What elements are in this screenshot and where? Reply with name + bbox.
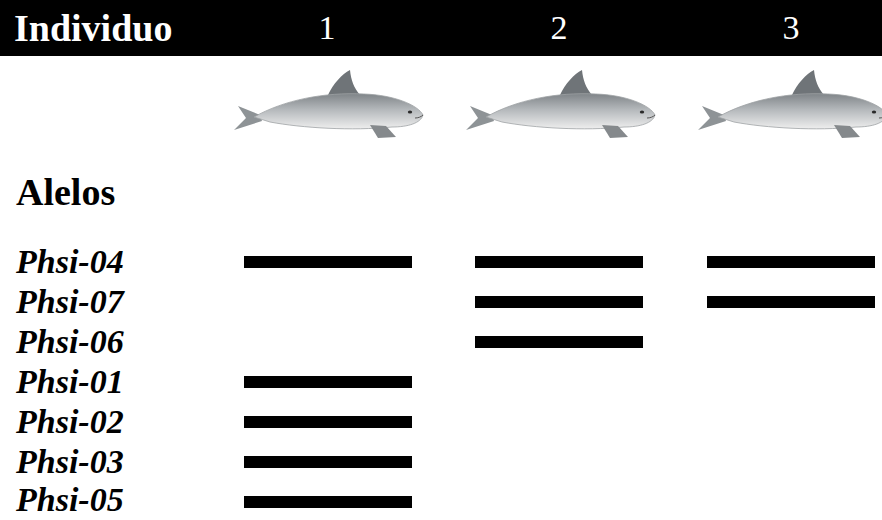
allele-bar (475, 296, 643, 308)
allele-bar (244, 496, 412, 508)
row-heading: Alelos (16, 173, 115, 211)
individual-number: 1 (319, 11, 336, 45)
allele-name: Phsi-03 (16, 445, 124, 479)
header-band: Individuo 1 2 3 (0, 0, 882, 56)
allele-name: Phsi-01 (16, 365, 124, 399)
allele-bar (244, 456, 412, 468)
allele-name: Phsi-07 (16, 285, 124, 319)
allele-name: Phsi-04 (16, 245, 124, 279)
allele-name: Phsi-06 (16, 325, 124, 359)
individual-number: 2 (551, 11, 568, 45)
allele-bar (707, 256, 875, 268)
vaquita-illustration (466, 70, 655, 138)
allele-bar (244, 376, 412, 388)
column-heading: Individuo (14, 9, 172, 47)
allele-bar (707, 296, 875, 308)
allele-bar (244, 256, 412, 268)
allele-bar (244, 416, 412, 428)
allele-bar (475, 336, 643, 348)
allele-name: Phsi-05 (16, 483, 124, 517)
individual-number: 3 (783, 11, 800, 45)
allele-bar (475, 256, 643, 268)
vaquita-illustration (234, 70, 423, 138)
allele-bars (244, 256, 875, 508)
allele-name: Phsi-02 (16, 405, 124, 439)
vaquita-illustration (698, 70, 882, 138)
